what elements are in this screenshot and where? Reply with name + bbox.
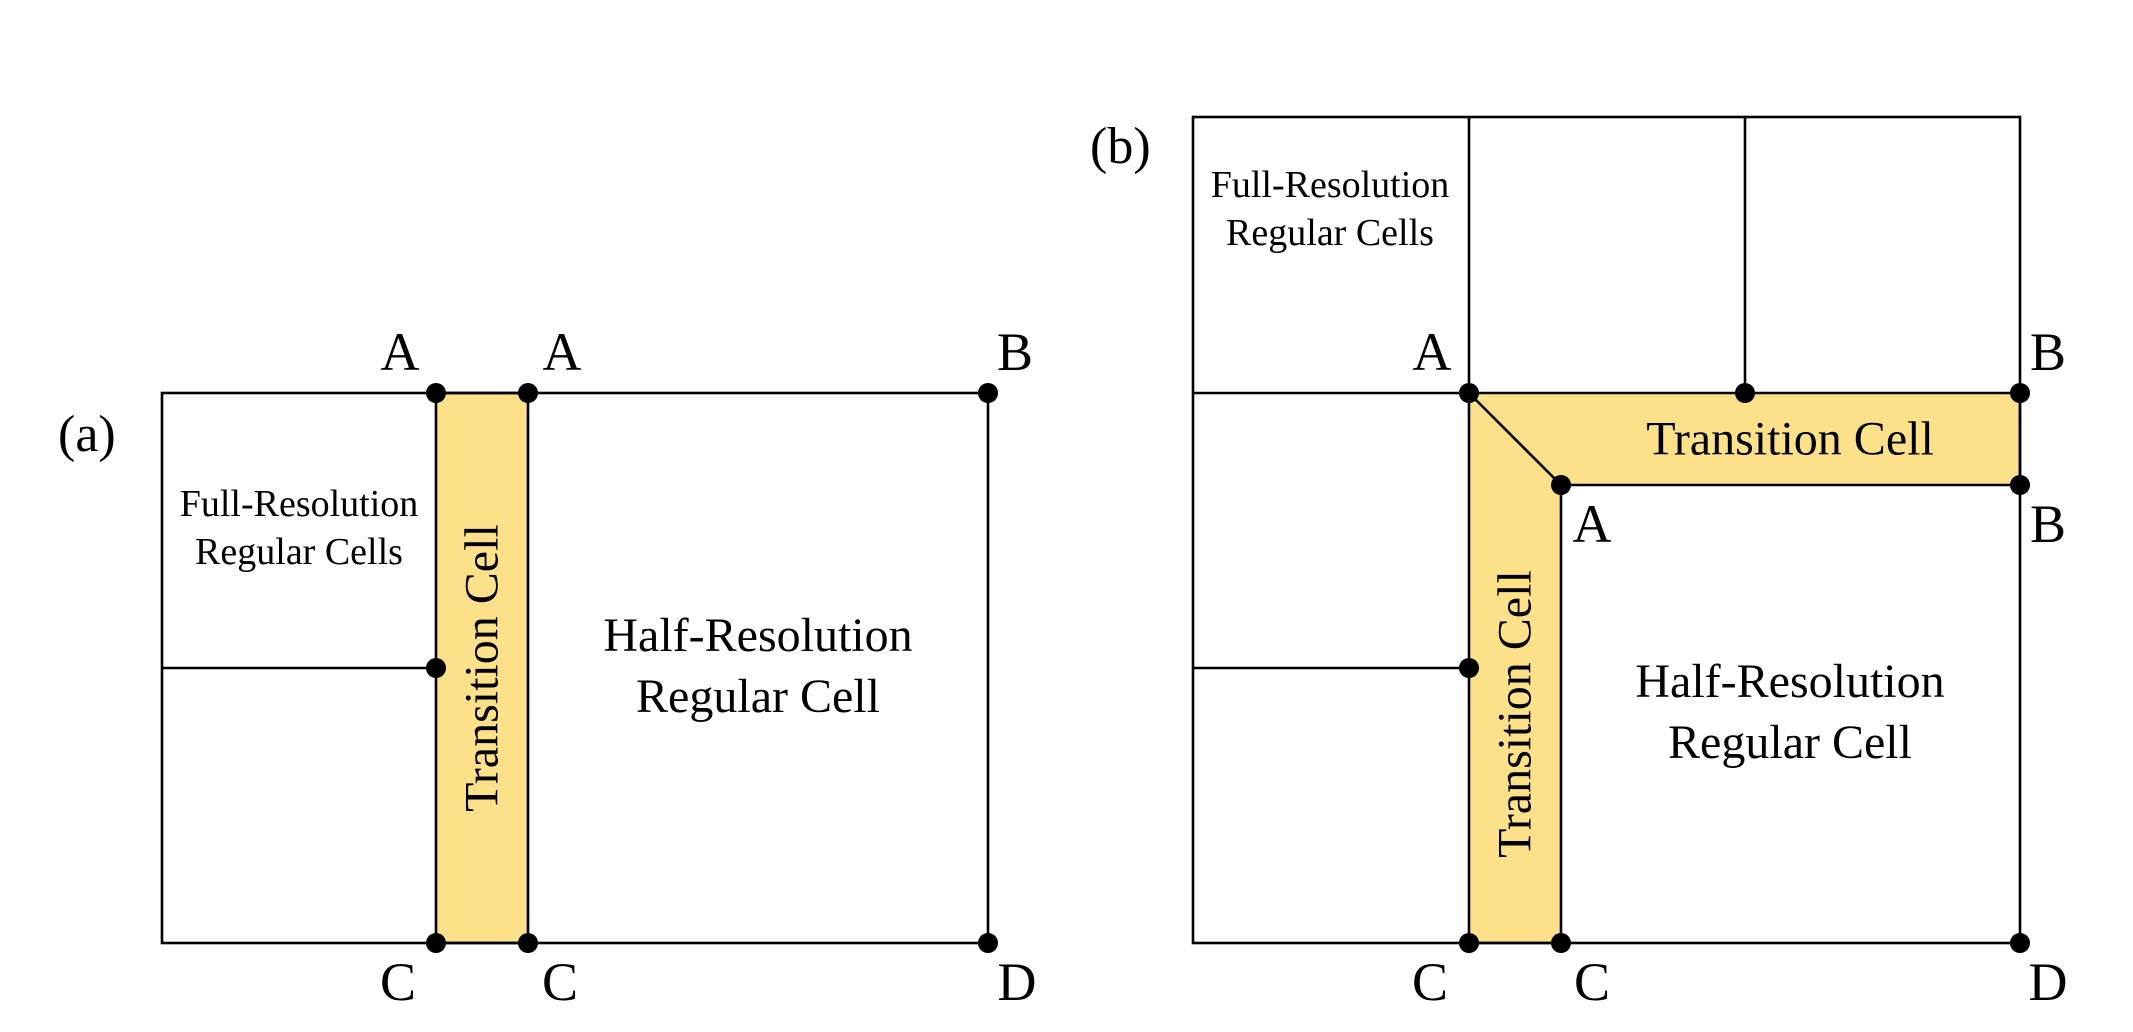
panel-b-vertex-d — [2010, 933, 2030, 953]
panel-b-vertex-a-inner — [1551, 475, 1571, 495]
panel-a-half-res-label-line1: Half-Resolution — [603, 609, 912, 662]
panel-a-vertex-a-right — [518, 383, 538, 403]
panel-a-vertex-c-right — [518, 933, 538, 953]
panel-b-vertex-c-right — [1551, 933, 1571, 953]
panel-a-transition-label: Transition Cell — [456, 524, 509, 812]
panel-b-vertex-label-d: D — [2029, 952, 2068, 1012]
panel-b-vertex-b-inner — [2010, 475, 2030, 495]
panel-a-vertex-d — [978, 933, 998, 953]
panel-b-vertex-label-b-inner: B — [2030, 494, 2066, 554]
panel-a-vertex-a-left — [426, 383, 446, 403]
panel-b-vertex-label-c-left: C — [1412, 952, 1448, 1012]
panel-b-vertex-label-c-right: C — [1574, 952, 1610, 1012]
panel-b-vertex-a-outer — [1459, 383, 1479, 403]
panel-a-full-res-label-line2: Regular Cells — [195, 531, 403, 573]
panel-b-label: (b) — [1090, 118, 1151, 175]
panel-a-vertex-label-a-right: A — [543, 322, 582, 382]
panel-b-vertex-b-top — [2010, 383, 2030, 403]
panel-a-label: (a) — [58, 406, 116, 463]
panel-b: (b) Full-Resolution Regular Cells A B A … — [1090, 115, 2068, 1012]
panel-a-vertex-label-a-left: A — [381, 322, 420, 382]
panel-b-vertex-label-a-inner: A — [1573, 494, 1612, 554]
panel-a: (a) A A B C C D Full-Resolution Regular … — [58, 322, 1037, 1012]
panel-b-transition-diagonal — [1468, 392, 1562, 486]
panel-a-vertex-label-d: D — [998, 952, 1037, 1012]
panel-b-vertex-left-mid — [1459, 658, 1479, 678]
panel-b-full-res-label-line1: Full-Resolution — [1211, 164, 1450, 206]
panel-a-vertex-label-b: B — [997, 322, 1033, 382]
panel-a-vertex-label-c-right: C — [542, 952, 578, 1012]
panel-b-transition-label-vertical: Transition Cell — [1489, 570, 1542, 858]
panel-a-transition-cell — [434, 391, 530, 945]
panel-b-vertex-label-a-outer: A — [1413, 322, 1452, 382]
panel-a-vertex-b — [978, 383, 998, 403]
panel-a-vertex-mid — [426, 658, 446, 678]
panel-b-half-res-label-line2: Regular Cell — [1668, 716, 1912, 769]
panel-b-half-res-label-line1: Half-Resolution — [1635, 655, 1944, 708]
panel-b-vertex-label-b-top: B — [2030, 322, 2066, 382]
panel-b-vertex-top-mid — [1735, 383, 1755, 403]
panel-b-transition-label-horizontal: Transition Cell — [1646, 413, 1934, 466]
panel-b-vertex-c-left — [1459, 933, 1479, 953]
panel-b-full-res-label-line2: Regular Cells — [1226, 212, 1434, 254]
panel-b-outer-frame — [1191, 115, 2022, 945]
panel-a-vertex-label-c-left: C — [380, 952, 416, 1012]
panel-a-vertex-c-left — [426, 933, 446, 953]
panel-a-half-res-label-line2: Regular Cell — [636, 670, 880, 723]
panel-a-full-res-label-line1: Full-Resolution — [180, 483, 419, 525]
